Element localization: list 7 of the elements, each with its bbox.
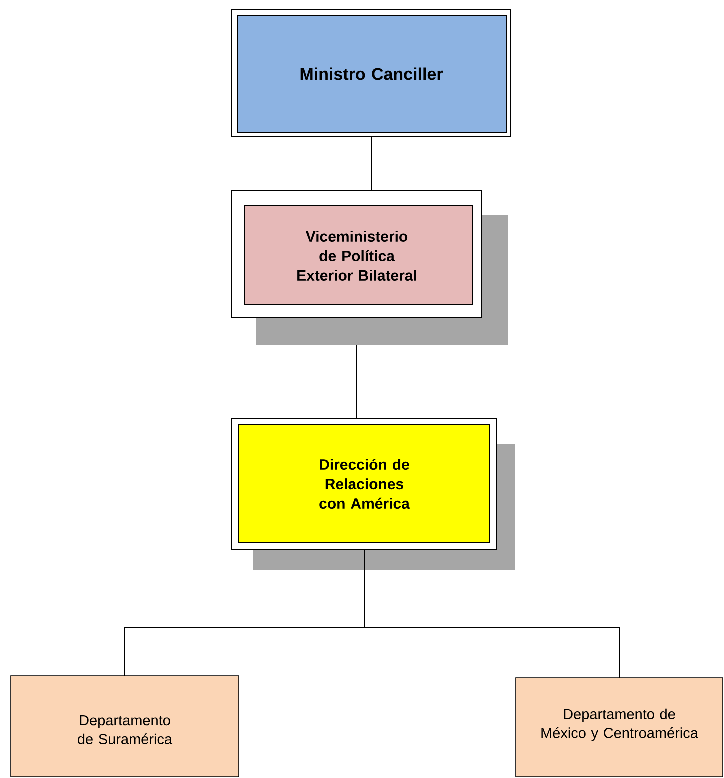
org-box: Departamento de México y Centroamérica (516, 678, 724, 778)
org-box: Departamento de Suramérica (10, 676, 240, 778)
org-box: Viceministerio de Política Exterior Bilateral (232, 190, 508, 345)
org-box: Ministro Canciller (232, 10, 512, 138)
connector-line (371, 136, 372, 192)
connector-line (356, 344, 358, 420)
org-box: Dirección de Relaciones con América (232, 418, 515, 570)
